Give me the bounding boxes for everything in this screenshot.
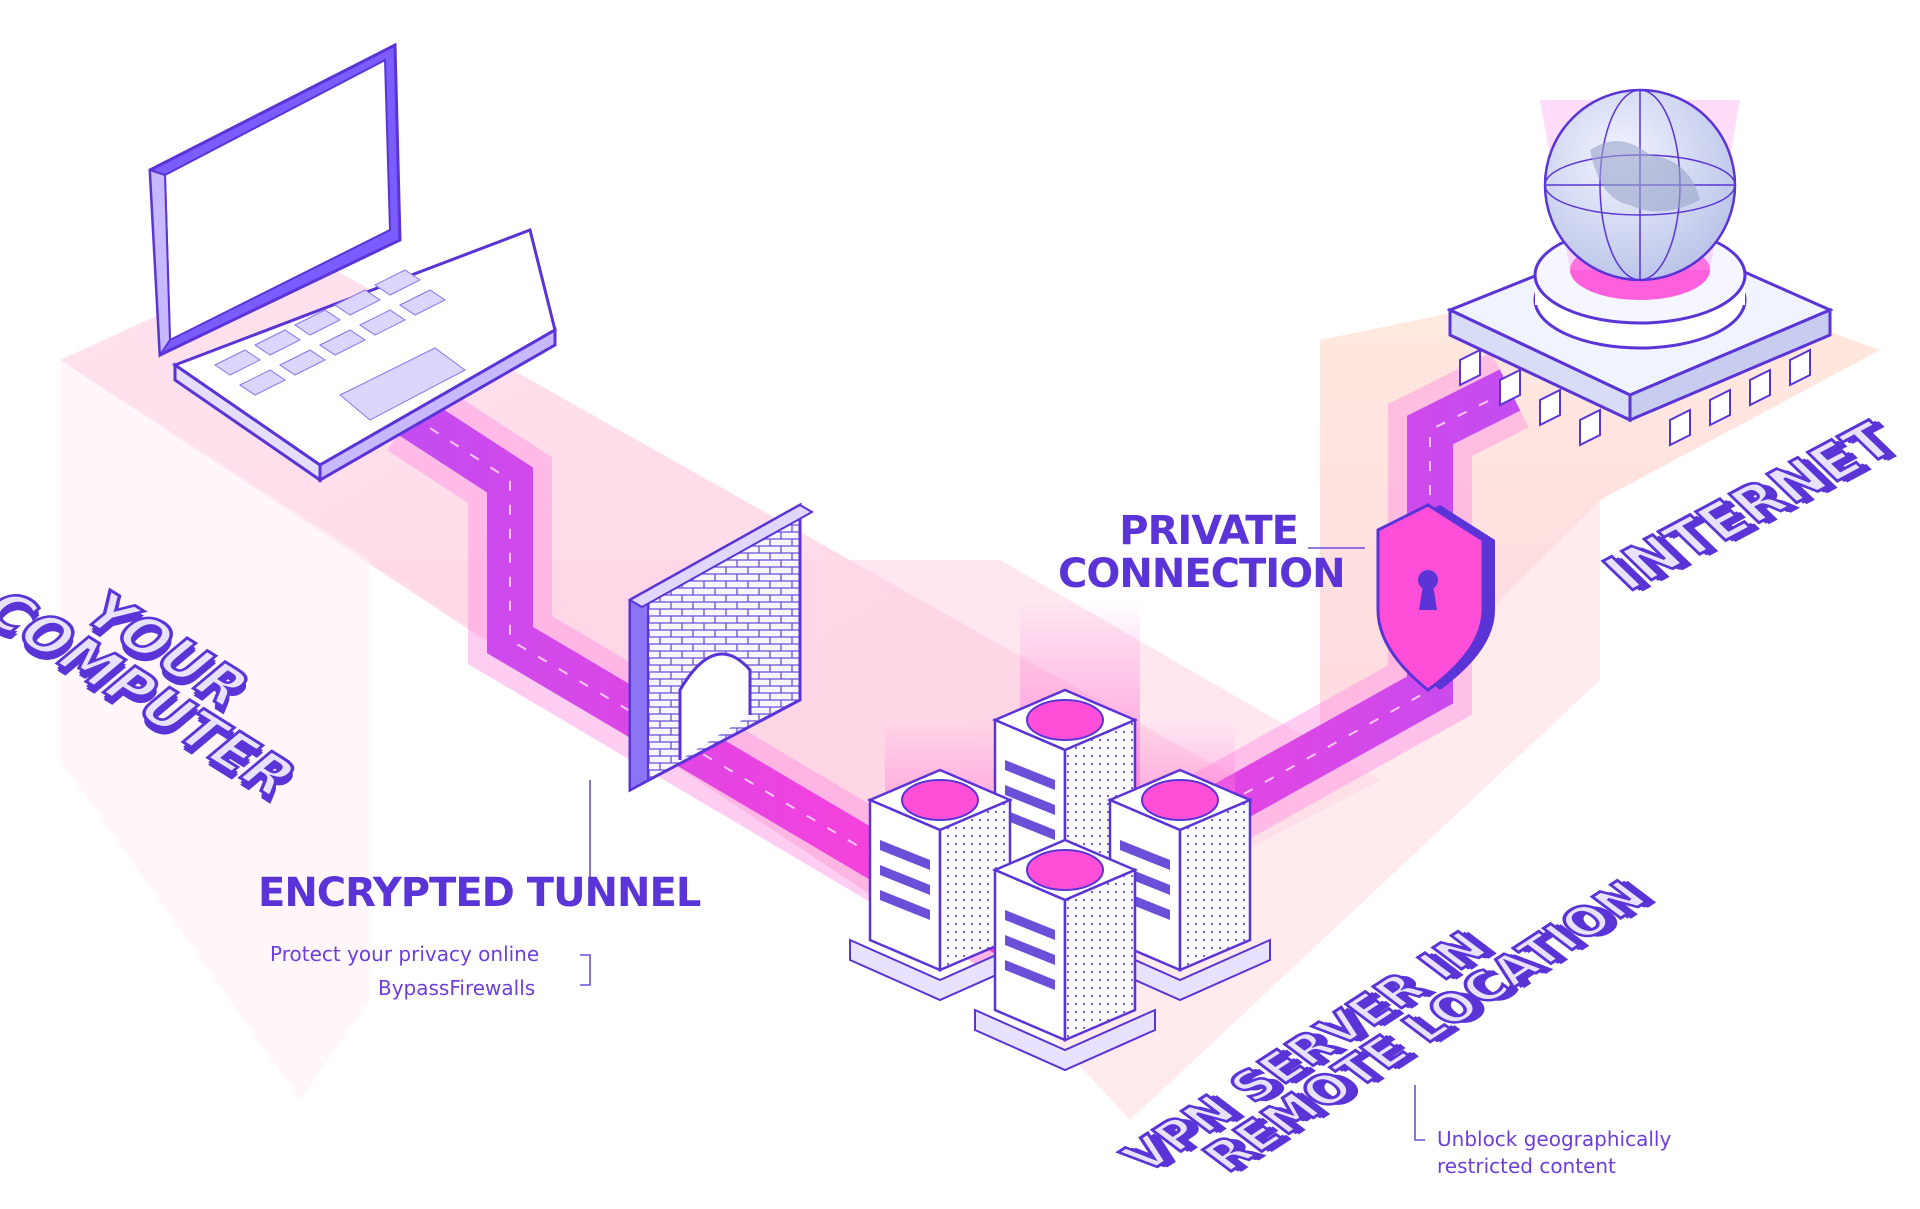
globe-icon [1540, 88, 1740, 282]
bypass-firewalls-text: BypassFirewalls [378, 976, 536, 1000]
server-icon [974, 838, 1156, 1072]
server-cluster [849, 600, 1271, 1072]
protect-privacy-text: Protect your privacy online [270, 942, 540, 966]
unblock-content-text: Unblock geographically restricted conten… [1437, 1127, 1672, 1178]
server-icon [849, 768, 1031, 1002]
shield-lock-icon [1376, 503, 1495, 692]
firewall-icon [627, 502, 815, 793]
encrypted-tunnel-label: ENCRYPTED TUNNEL [258, 870, 701, 916]
private-connection-label: PRIVATE CONNECTION [1058, 508, 1346, 598]
callout-lines [580, 547, 1425, 1141]
laptop-icon [148, 42, 557, 483]
